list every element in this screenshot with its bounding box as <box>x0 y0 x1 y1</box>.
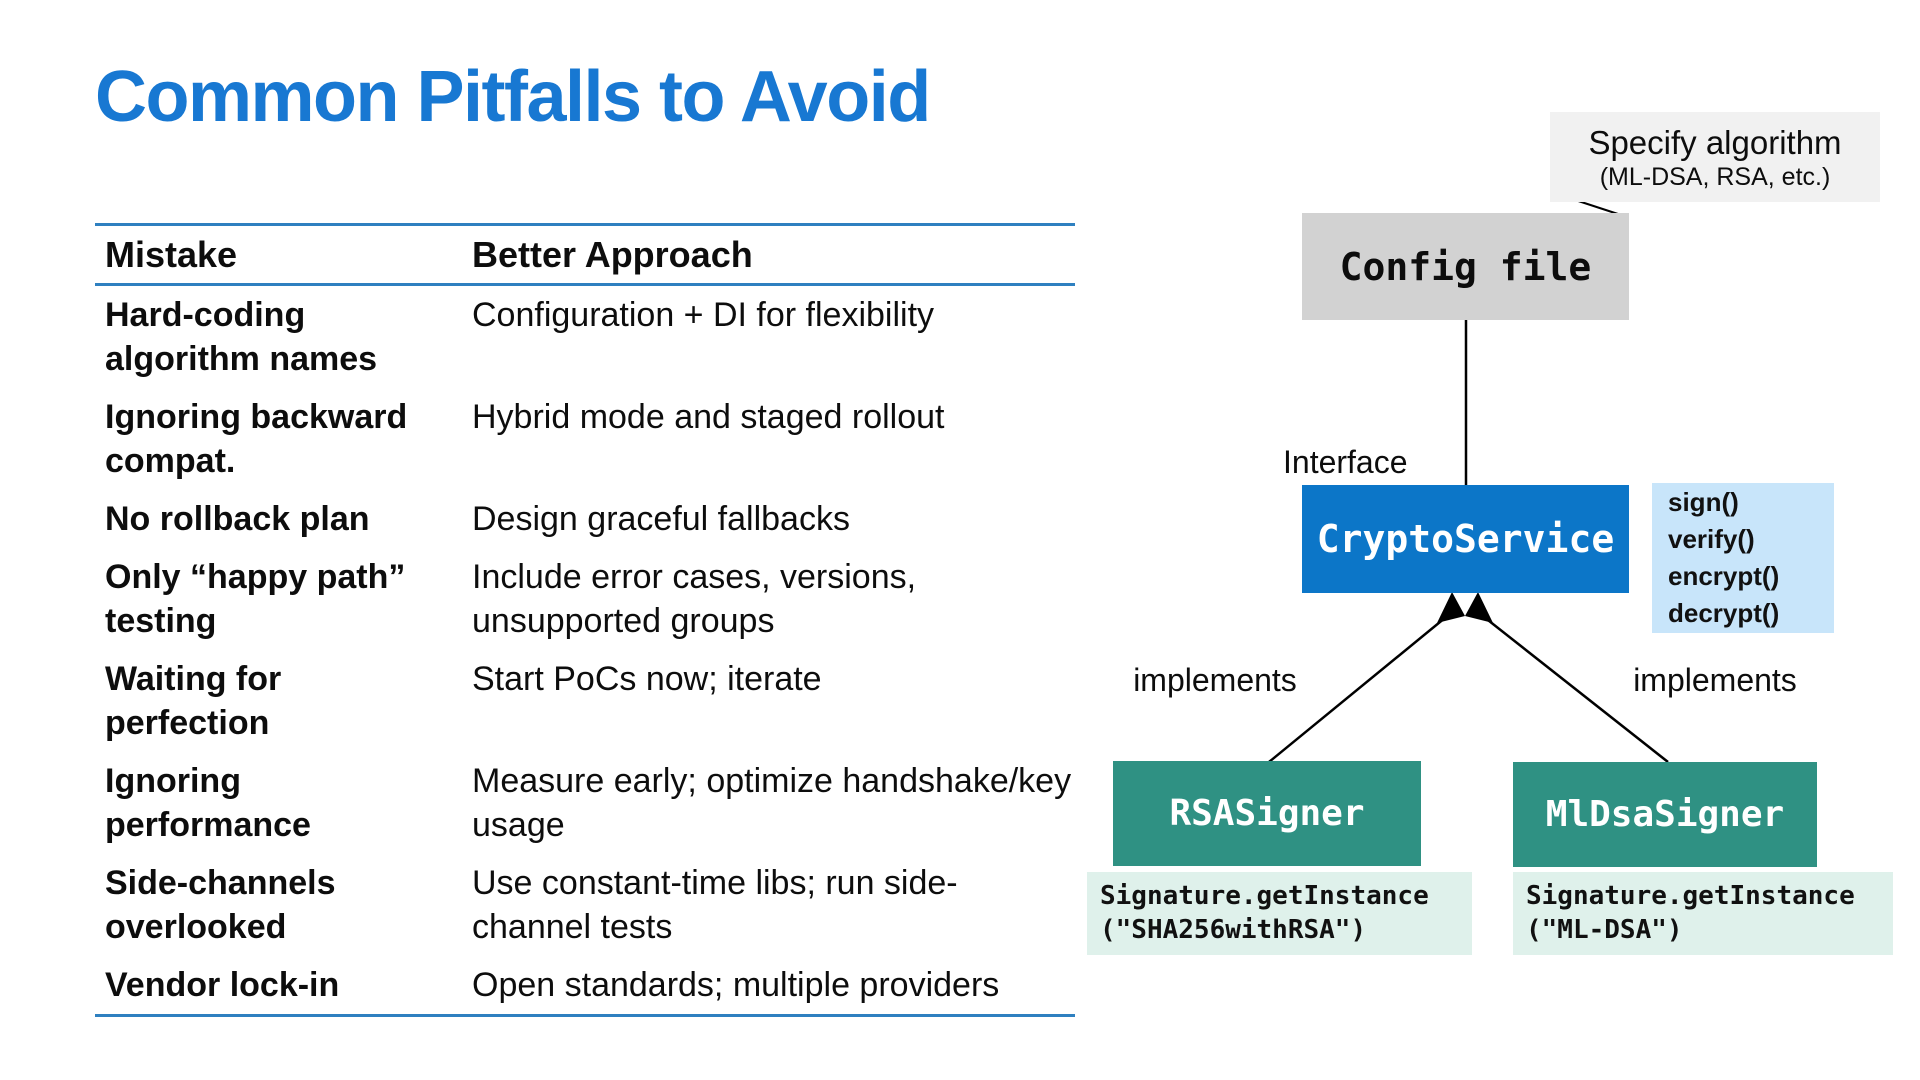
column-header-mistake: Mistake <box>105 234 238 275</box>
method-encrypt: encrypt() <box>1668 561 1780 591</box>
mldsa-signer-node: MlDsaSigner <box>1513 762 1817 867</box>
method-sign: sign() <box>1668 487 1739 517</box>
code-line: ("ML-DSA") <box>1526 915 1683 945</box>
method-decrypt: decrypt() <box>1668 598 1780 628</box>
implements-label-left: implements <box>1133 662 1297 698</box>
cell-approach: Include error cases, versions, unsupport… <box>472 558 917 640</box>
code-line: ("SHA256withRSA") <box>1100 915 1367 945</box>
crypto-service-node: CryptoService <box>1302 485 1629 593</box>
cell-mistake: Only “happy path” testing <box>105 558 406 640</box>
table-row: Waiting for perfection Start PoCs now; i… <box>95 650 1075 752</box>
implements-arrow-right-head <box>1465 592 1493 623</box>
implements-label-right: implements <box>1633 662 1797 698</box>
code-line: Signature.getInstance <box>1526 881 1855 911</box>
implements-arrow-left-head <box>1437 592 1465 623</box>
cell-approach: Design graceful fallbacks <box>472 500 850 538</box>
specify-algorithm-callout: Specify algorithm (ML-DSA, RSA, etc.) <box>1550 112 1880 202</box>
cell-mistake: Vendor lock-in <box>105 966 340 1004</box>
cell-mistake: Waiting for perfection <box>105 660 282 742</box>
cell-mistake: Ignoring performance <box>105 762 311 844</box>
method-verify: verify() <box>1668 524 1755 554</box>
mldsa-signer-code: Signature.getInstance ("ML-DSA") <box>1513 872 1893 955</box>
column-header-approach: Better Approach <box>472 234 753 275</box>
rsa-signer-node: RSASigner <box>1113 761 1421 866</box>
code-line: Signature.getInstance <box>1100 881 1429 911</box>
table-header-row: Mistake Better Approach <box>95 226 1075 286</box>
rsa-signer-code: Signature.getInstance ("SHA256withRSA") <box>1087 872 1472 955</box>
table-row: Vendor lock-in Open standards; multiple … <box>95 956 1075 1014</box>
page-title: Common Pitfalls to Avoid <box>95 57 931 137</box>
interface-label: Interface <box>1283 444 1408 480</box>
table-row: Hard-coding algorithm names Configuratio… <box>95 286 1075 388</box>
cell-approach: Measure early; optimize handshake/key us… <box>472 762 1072 844</box>
cell-approach: Open standards; multiple providers <box>472 966 1000 1004</box>
table-row: Ignoring backward compat. Hybrid mode an… <box>95 388 1075 490</box>
callout-title: Specify algorithm <box>1588 123 1842 161</box>
table-row: No rollback plan Design graceful fallbac… <box>95 490 1075 548</box>
cell-approach: Configuration + DI for flexibility <box>472 296 935 334</box>
config-file-node: Config file <box>1302 213 1629 320</box>
table-row: Only “happy path” testing Include error … <box>95 548 1075 650</box>
cell-approach: Hybrid mode and staged rollout <box>472 398 945 436</box>
cell-mistake: Side-channels overlooked <box>105 864 336 946</box>
table-row: Side-channels overlooked Use constant-ti… <box>95 854 1075 956</box>
cell-mistake: Hard-coding algorithm names <box>105 296 378 378</box>
table-row: Ignoring performance Measure early; opti… <box>95 752 1075 854</box>
cell-mistake: No rollback plan <box>105 500 370 538</box>
cell-mistake: Ignoring backward compat. <box>105 398 408 480</box>
crypto-service-methods: sign() verify() encrypt() decrypt() <box>1652 483 1834 633</box>
pitfalls-table: Mistake Better Approach Hard-coding algo… <box>95 223 1075 1017</box>
cell-approach: Start PoCs now; iterate <box>472 660 822 698</box>
callout-subtitle: (ML-DSA, RSA, etc.) <box>1599 162 1831 191</box>
cell-approach: Use constant-time libs; run side-channel… <box>472 864 958 946</box>
